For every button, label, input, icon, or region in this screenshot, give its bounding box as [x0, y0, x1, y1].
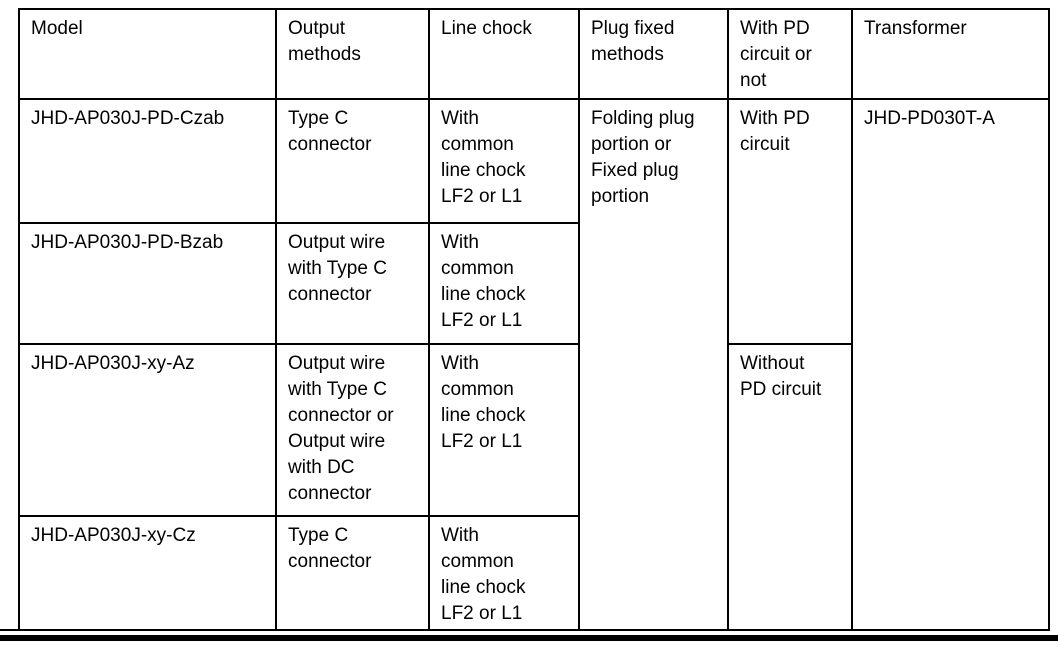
cell-plug-fixed-methods: Folding plug portion or Fixed plug porti…: [578, 98, 729, 631]
bottom-thin-rule-segment: [0, 629, 20, 631]
table-header-row: Model Output methods Line chock Plug fix…: [18, 8, 1050, 100]
header-plug-fixed-methods: Plug fixed methods: [578, 8, 729, 100]
header-transformer: Transformer: [851, 8, 1050, 100]
cell-model-bzab: JHD-AP030J-PD-Bzab: [18, 222, 277, 345]
cell-model-xy-az: JHD-AP030J-xy-Az: [18, 343, 277, 517]
table-row: JHD-AP030J-xy-Cz Type C connector With c…: [18, 515, 1049, 631]
header-output-methods: Output methods: [275, 8, 430, 100]
cell-output-czab: Type C connector: [275, 98, 430, 224]
model-spec-table: Model Output methods Line chock Plug fix…: [18, 8, 1050, 631]
cell-chock-xy-cz: With common line chock LF2 or L1: [428, 515, 580, 631]
cell-chock-bzab: With common line chock LF2 or L1: [428, 222, 580, 345]
header-line-chock: Line chock: [428, 8, 580, 100]
table-row: JHD-AP030J-PD-Bzab Output wire with Type…: [18, 222, 1049, 345]
cell-output-xy-az: Output wire with Type C connector or Out…: [275, 343, 430, 517]
table-row: JHD-AP030J-PD-Czab Type C connector With…: [18, 98, 1050, 631]
cell-output-xy-cz: Type C connector: [275, 515, 430, 631]
cell-without-pd-circuit: Without PD circuit: [727, 343, 853, 631]
cell-model-czab: JHD-AP030J-PD-Czab: [18, 98, 277, 224]
table-row: JHD-AP030J-xy-Az Output wire with Type C…: [18, 343, 1049, 631]
cell-output-bzab: Output wire with Type C connector: [275, 222, 430, 345]
header-model: Model: [18, 8, 277, 100]
header-pd-circuit: With PD circuit or not: [727, 8, 853, 100]
cell-chock-xy-az: With common line chock LF2 or L1: [428, 343, 580, 517]
cell-with-pd-circuit: With PD circuit: [727, 98, 853, 345]
cell-transformer: JHD-PD030T-A: [851, 98, 1050, 631]
cell-chock-czab: With common line chock LF2 or L1: [428, 98, 580, 224]
bottom-thick-rule: [0, 635, 1058, 641]
cell-model-xy-cz: JHD-AP030J-xy-Cz: [18, 515, 277, 631]
